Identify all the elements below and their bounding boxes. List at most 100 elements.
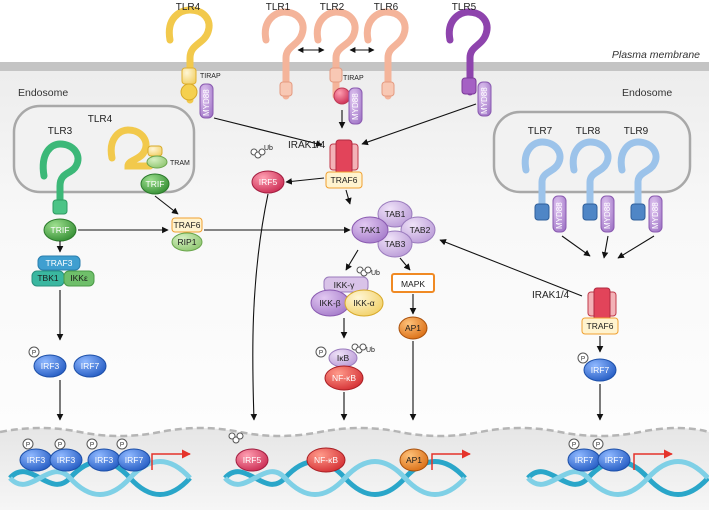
irf3-nuc-c-label: IRF3	[95, 455, 114, 465]
irf7-nuc-left-label: IRF7	[125, 455, 144, 465]
mapk	[391, 273, 435, 293]
arrow-myd88-tlr7	[561, 235, 591, 257]
endosome-left	[12, 104, 196, 194]
phospho-irf3-nuc-a	[22, 438, 34, 450]
arrow-myd88-tlr8	[601, 235, 609, 259]
traf3-label: TRAF3	[46, 258, 73, 268]
phospho-irf7-right	[577, 352, 589, 364]
ap1-nuc-label: AP1	[406, 455, 422, 465]
ikk-gamma	[323, 276, 369, 293]
ap1-cyto	[398, 316, 428, 340]
ub-chain-ikk	[356, 266, 372, 277]
myd88-tlr5-label: MYD88	[480, 87, 489, 114]
traf3	[37, 255, 81, 271]
phospho-irf7-nuc-b-label: P	[596, 442, 600, 449]
irf7-nuc-left	[117, 448, 151, 472]
irf7-nuc-b-label: IRF7	[605, 455, 624, 465]
tak1	[351, 216, 389, 244]
tbk1-label: TBK1	[37, 273, 59, 283]
traf6-center	[325, 171, 363, 189]
tlr4-endosome-receptor	[107, 126, 163, 170]
phospho-irf7-nuc-left	[116, 438, 128, 450]
endosome-right-label: Endosome	[622, 87, 672, 99]
ikk-alpha	[344, 289, 384, 317]
irak14-center-label: IRAK1/4	[288, 140, 326, 151]
phospho-irf3-cyto-label: P	[32, 350, 36, 357]
irf3-nuc-b	[49, 448, 83, 472]
transcription-arrow-ap1	[431, 449, 471, 470]
tlr6-receptor	[363, 8, 409, 100]
rip1-label: RIP1	[178, 237, 197, 247]
irak14-right-label: IRAK1/4	[532, 290, 570, 301]
phospho-ikb	[315, 346, 327, 358]
tlr8-receptor	[569, 138, 612, 221]
traf6-trif-branch	[171, 217, 203, 233]
ikk-alpha-label: IKK-α	[353, 298, 375, 308]
nfkb-cyto-label: NF-κB	[332, 373, 356, 383]
phospho-irf7-nuc-a-label: P	[572, 442, 576, 449]
ikke-label: IKKε	[70, 273, 88, 283]
phospho-irf7-right-label: P	[581, 356, 585, 363]
arrow-tak1-ikk	[345, 249, 359, 271]
myd88-tlr7	[552, 195, 567, 233]
myd88-tlr9	[648, 195, 663, 233]
tlr7-receptor	[521, 138, 564, 221]
arrow-tak1-mapk	[399, 257, 411, 271]
ikb-label: IκB	[337, 353, 350, 363]
tlr4-label: TLR4	[176, 2, 201, 13]
phospho-irf7-nuc-left-label: P	[120, 442, 124, 449]
nfkb-nuc	[306, 447, 346, 473]
irf5-nuc-label: IRF5	[243, 455, 262, 465]
tab1	[377, 200, 413, 228]
tlr5-receptor	[445, 8, 491, 96]
trif-endosome-label: TRIF	[146, 179, 165, 189]
tlr4-receptor	[165, 6, 213, 104]
tirap-label-center: TIRAP	[343, 75, 364, 82]
irf3-cyto-label: IRF3	[41, 361, 60, 371]
ub-ikb-label: Ub	[366, 347, 375, 354]
irak14-right	[587, 287, 617, 321]
myd88-left	[199, 83, 214, 119]
phospho-irf3-nuc-b	[54, 438, 66, 450]
tlr2-label: TLR2	[320, 2, 345, 13]
ub-ikk-label: Ub	[371, 270, 380, 277]
ikk-beta-label: IKK-β	[319, 298, 341, 308]
plasma-membrane	[0, 62, 709, 71]
arrow-irak-right-tak1	[439, 239, 583, 297]
phospho-irf3-nuc-c-label: P	[90, 442, 94, 449]
ap1-nuc	[399, 448, 429, 472]
irf3-nuc-b-label: IRF3	[57, 455, 76, 465]
nfkb-cyto	[324, 365, 364, 391]
phospho-ikb-label: P	[319, 350, 323, 357]
arrow-traf6-irf5	[285, 177, 325, 185]
myd88-tlr8	[600, 195, 615, 233]
tlr6-label: TLR6	[374, 2, 399, 13]
ub-chain-ikb	[351, 343, 367, 354]
tram-label: TRAM	[170, 160, 190, 167]
transcription-arrow-irf7	[633, 449, 673, 470]
pathway-arrows	[56, 103, 655, 421]
ub-chain-irf5	[250, 148, 266, 159]
ap1-cyto-label: AP1	[405, 323, 421, 333]
ub-chain-irf5-nuc	[228, 432, 244, 444]
tab1-label: TAB1	[385, 209, 406, 219]
tak1-label: TAK1	[360, 225, 381, 235]
arrow-traf6-tak1	[345, 189, 352, 205]
trif-endosome	[140, 173, 170, 195]
tab3	[377, 230, 413, 258]
traf6-right	[581, 317, 619, 335]
irf7-cyto-left-label: IRF7	[81, 361, 100, 371]
phospho-irf7-nuc-a	[568, 438, 580, 450]
tram	[146, 155, 168, 169]
irf7-cyto-right-label: IRF7	[591, 365, 610, 375]
tlr1-label: TLR1	[266, 2, 291, 13]
arrow-tlr4-irak	[213, 117, 323, 147]
irf5-nuc	[235, 448, 269, 472]
ub-irf5-label: Ub	[264, 145, 273, 152]
traf6-trif-branch-label: TRAF6	[174, 220, 201, 230]
irf7-cyto-left	[73, 354, 107, 378]
myd88-center	[348, 87, 363, 125]
tlr7-label: TLR7	[528, 126, 553, 137]
